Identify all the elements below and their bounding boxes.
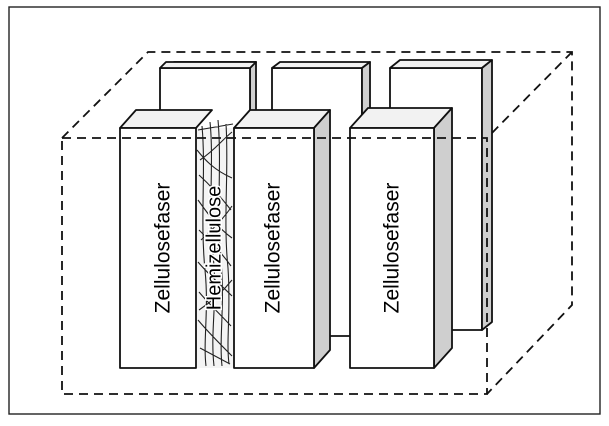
label-cellulose-fiber-1: Zellulosefaser	[152, 183, 175, 314]
label-cellulose-fiber-3: Zellulosefaser	[381, 183, 404, 314]
label-hemicellulose: Hemizellulose	[203, 186, 225, 311]
label-cellulose-fiber-2: Zellulosefaser	[262, 183, 285, 314]
